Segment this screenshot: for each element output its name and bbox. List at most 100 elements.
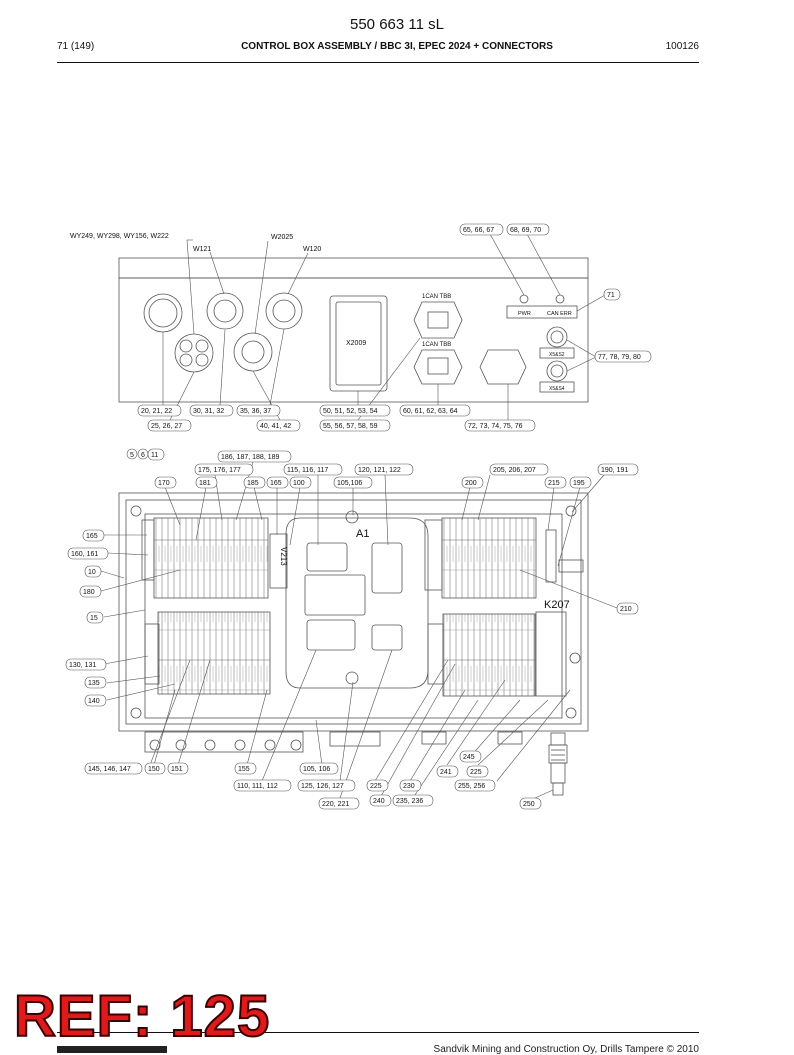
- callout-165-top: 165: [266, 476, 289, 489]
- svg-text:255, 256: 255, 256: [458, 783, 485, 790]
- terminal-block-upper-left: [153, 517, 269, 599]
- callout-195: 195: [569, 476, 592, 489]
- callout-230: 230: [399, 779, 422, 792]
- callout-11: 11: [147, 448, 165, 461]
- svg-text:65, 66, 67: 65, 66, 67: [463, 227, 494, 234]
- v213-label: V213: [279, 547, 288, 566]
- svg-text:165: 165: [86, 533, 98, 540]
- epec-a1-controller: [285, 517, 429, 689]
- callout-72: 72, 73, 74, 75, 76: [464, 419, 536, 432]
- callout-20: 20, 21, 22: [137, 404, 182, 417]
- callout-65: 65, 66, 67: [459, 223, 504, 236]
- svg-text:180: 180: [83, 589, 95, 596]
- svg-text:185: 185: [247, 480, 259, 487]
- cable-label-w121: W121: [193, 246, 211, 253]
- callout-215: 215: [544, 476, 567, 489]
- svg-text:220, 221: 220, 221: [322, 801, 349, 808]
- can-tbb-connector-1: [413, 301, 463, 339]
- cable-label-wy249: WY249, WY298, WY156, W222: [70, 233, 169, 240]
- callout-155: 155: [234, 762, 257, 775]
- callout-15: 15: [86, 611, 104, 624]
- callout-5: 5: [126, 448, 138, 460]
- footer-copyright: Sandvik Mining and Construction Oy, Dril…: [433, 1044, 699, 1055]
- callout-135: 135: [84, 676, 107, 689]
- terminal-block-lower-left: [157, 611, 271, 695]
- front-view-leaders: [100, 461, 618, 799]
- can-tbb-label-2: 1CAN TBB: [422, 342, 451, 348]
- svg-text:77, 78, 79, 80: 77, 78, 79, 80: [598, 354, 641, 361]
- callout-151: 151: [167, 762, 189, 775]
- callout-145: 145, 146, 147: [84, 762, 143, 775]
- svg-text:10: 10: [88, 569, 96, 576]
- svg-text:35, 36, 37: 35, 36, 37: [240, 408, 271, 415]
- callout-181: 181: [195, 476, 218, 489]
- svg-text:150: 150: [148, 766, 160, 773]
- callout-250: 250: [519, 797, 542, 810]
- svg-text:175, 176, 177: 175, 176, 177: [198, 467, 241, 474]
- callout-170: 170: [154, 476, 177, 489]
- callout-186: 186, 187, 188, 189: [217, 450, 292, 463]
- callout-140: 140: [84, 694, 107, 707]
- footer-brand-logo: [57, 1046, 167, 1053]
- svg-text:205, 206, 207: 205, 206, 207: [493, 467, 536, 474]
- callout-115: 115, 116, 117: [283, 463, 343, 476]
- svg-text:25, 26, 27: 25, 26, 27: [151, 423, 182, 430]
- pwr-label: PWR: [518, 311, 531, 317]
- callout-130: 130, 131: [65, 658, 107, 671]
- can-err-label: CAN ERR: [547, 311, 572, 317]
- svg-text:15: 15: [90, 615, 98, 622]
- terminal-block-lower-right: [442, 613, 536, 697]
- callout-100: 100: [289, 476, 312, 489]
- callouts: 65, 66, 67 68, 69, 70 71 77, 78, 79, 80 …: [65, 223, 652, 810]
- svg-text:170: 170: [158, 480, 170, 487]
- svg-text:225: 225: [370, 783, 382, 790]
- terminal-block-upper-right: [441, 517, 537, 599]
- callout-30: 30, 31, 32: [189, 404, 234, 417]
- x5-s2-label: X5&S2: [549, 352, 565, 358]
- cable-gland-20: [143, 293, 183, 333]
- callout-190: 190, 191: [597, 463, 639, 476]
- top-view-body: [118, 277, 589, 403]
- svg-text:165: 165: [270, 480, 282, 487]
- callout-71: 71: [603, 288, 621, 301]
- page-number: 71 (149): [57, 41, 95, 52]
- x2009-label: X2009: [346, 340, 366, 347]
- callout-60: 60, 61, 62, 63, 64: [399, 404, 471, 417]
- document-number: 550 663 11 sL: [350, 16, 444, 33]
- x5-s4-connector: [546, 360, 568, 382]
- callout-120: 120, 121, 122: [354, 463, 414, 476]
- svg-text:181: 181: [199, 480, 211, 487]
- svg-text:155: 155: [238, 766, 250, 773]
- top-view: X2009 1CAN TBB 1CAN TBB PWR CAN ERR X5&S…: [118, 257, 589, 403]
- callout-77: 77, 78, 79, 80: [594, 350, 652, 363]
- footer-rule: [57, 1032, 699, 1033]
- callout-225-right: 225: [466, 765, 489, 778]
- document-title: CONTROL BOX ASSEMBLY / BBC 3I, EPEC 2024…: [241, 41, 553, 52]
- callout-110: 110, 111, 112: [233, 779, 292, 792]
- callout-35: 35, 36, 37: [236, 404, 281, 417]
- callout-160: 160, 161: [67, 547, 109, 560]
- svg-text:225: 225: [470, 769, 482, 776]
- cable-gland-35: [265, 292, 303, 330]
- callout-210: 210: [616, 602, 639, 615]
- callout-150: 150: [144, 762, 166, 775]
- svg-text:151: 151: [171, 766, 183, 773]
- svg-text:210: 210: [620, 606, 632, 613]
- svg-text:186, 187, 188, 189: 186, 187, 188, 189: [221, 454, 279, 461]
- callout-10: 10: [84, 565, 102, 578]
- callout-205: 205, 206, 207: [489, 463, 549, 476]
- callout-185: 185: [243, 476, 266, 489]
- svg-text:71: 71: [607, 292, 615, 299]
- front-view-housing: [118, 492, 589, 732]
- callout-55: 55, 56, 57, 58, 59: [319, 419, 391, 432]
- svg-text:100: 100: [293, 480, 305, 487]
- callout-235: 235, 236: [392, 794, 434, 807]
- svg-text:115, 116, 117: 115, 116, 117: [287, 467, 328, 474]
- svg-text:130, 131: 130, 131: [69, 662, 96, 669]
- callout-175: 175, 176, 177: [194, 463, 254, 476]
- x5-s4-label: X5&S4: [549, 386, 565, 392]
- svg-text:125, 126, 127: 125, 126, 127: [301, 783, 344, 790]
- svg-text:55, 56, 57, 58, 59: 55, 56, 57, 58, 59: [323, 423, 378, 430]
- callout-245: 245: [459, 750, 482, 763]
